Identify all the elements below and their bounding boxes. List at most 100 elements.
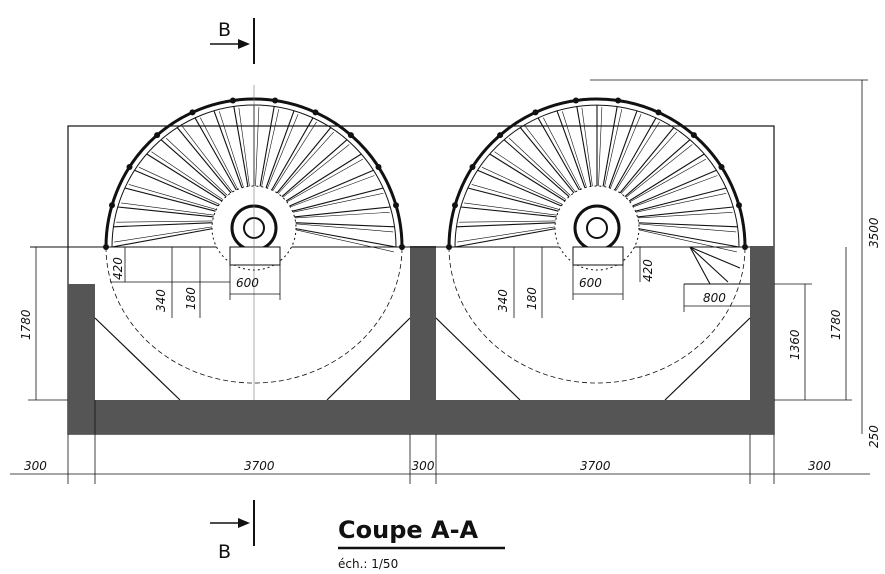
stair-tread-edge [293,223,394,233]
dim-1360: 1360 [788,329,802,360]
stair-tread [291,222,395,228]
spiral-stair-left [103,85,405,400]
dim-340-left: 340 [154,289,168,312]
section-mark-top: B [210,18,255,64]
dim-800: 800 [703,291,726,305]
stair-tread [124,187,220,213]
baluster-node [189,109,196,116]
stair-tread [489,153,569,204]
baluster-node [615,97,622,104]
dim-1780-right: 1780 [829,309,843,340]
wall-right [750,246,774,400]
stair-tread [456,222,560,228]
stair-tread [278,139,348,200]
stair-tread-edge [581,107,593,189]
stair-tread [625,153,705,204]
stair-tread [290,206,391,218]
baluster-node [446,244,452,250]
stair-tread-edge [219,111,245,190]
stair-tread [617,127,675,197]
wall-left [68,284,95,400]
stair-tread [633,206,734,218]
baluster-node [690,132,697,139]
stair-tread [628,169,717,209]
stair-tread-edge [619,131,678,196]
stair-tread [113,222,217,228]
stair-tread [519,127,577,197]
stair-tread-edge [562,111,588,190]
baluster-node [532,109,539,116]
stair-tread-edge [459,220,558,223]
section-mark-bottom: B [210,500,255,563]
dim-250: 250 [867,425,881,448]
stair-tread [291,227,397,248]
stair-tread-edge [116,220,215,223]
stair-tread [556,110,587,192]
stair-tread [460,206,561,218]
stair-tread [258,106,275,191]
concrete-walls [68,246,774,434]
baluster-node [572,97,579,104]
stair-tread [621,139,691,200]
stair-tread-edge [636,223,737,233]
stair-tread [134,169,223,209]
stair-tread [454,227,560,248]
stair-tread-edge [636,229,737,253]
stair-tread [285,169,374,209]
stair-tread-edge [631,175,718,208]
stair-tread [194,117,239,194]
stair-tread [537,117,582,194]
stair-tread-edge [290,193,384,213]
stair-tread-edge [151,151,225,202]
stair-tread-edge [281,144,350,199]
pit-slopes [94,317,751,401]
dim-300-left: 300 [24,459,47,473]
spiral-stair-right [446,97,750,384]
stair-tread [264,110,295,192]
dimension-labels: 300 3700 300 3700 300 600 600 800 420 34… [19,217,881,473]
stair-tread-edge [292,212,390,219]
stair-tread-edge [238,107,250,189]
stair-tread-edge [276,131,335,196]
stair-tread [634,222,738,228]
stair-tread-edge [138,166,222,206]
stair-tread [274,127,332,197]
dim-3700-right: 3700 [580,459,611,473]
stair-tread [233,106,250,191]
baluster-node [312,109,319,116]
stair-tread [576,106,593,191]
stair-tread-edge [603,109,623,189]
stair-tread [269,117,314,194]
stair-tread [176,127,234,197]
dim-3700-left: 3700 [244,459,275,473]
stair-tread [607,110,638,192]
drawing-title: Coupe A-A [338,516,479,544]
stair-tread-edge [508,137,573,198]
stair-tread-edge [114,226,215,243]
dim-300-right: 300 [808,459,831,473]
dim-3500: 3500 [867,217,881,248]
stair-tread-edge [609,113,642,191]
stair-tread-edge [614,121,660,193]
baluster-node [103,244,109,250]
stair-tread-edge [266,113,299,191]
baluster-node [452,202,458,209]
stair-tread-edge [464,202,560,216]
stair-tread [117,206,218,218]
baluster-node [497,132,504,139]
stair-tread [503,139,573,200]
baluster-node [399,244,405,250]
stair-tread-edge [260,109,280,189]
baluster-node [272,97,279,104]
stair-tread [467,187,563,213]
stair-tread [288,187,384,213]
stair-tread-edge [471,184,562,211]
dim-600-right: 600 [579,276,602,290]
stair-tread-edge [543,117,582,192]
stair-tread-edge [481,166,565,206]
dimension-lines [10,79,870,484]
stair-tread [631,187,727,213]
dim-180-right: 180 [525,287,539,310]
stair-tread-edge [457,226,558,243]
stair-tread [477,169,566,209]
